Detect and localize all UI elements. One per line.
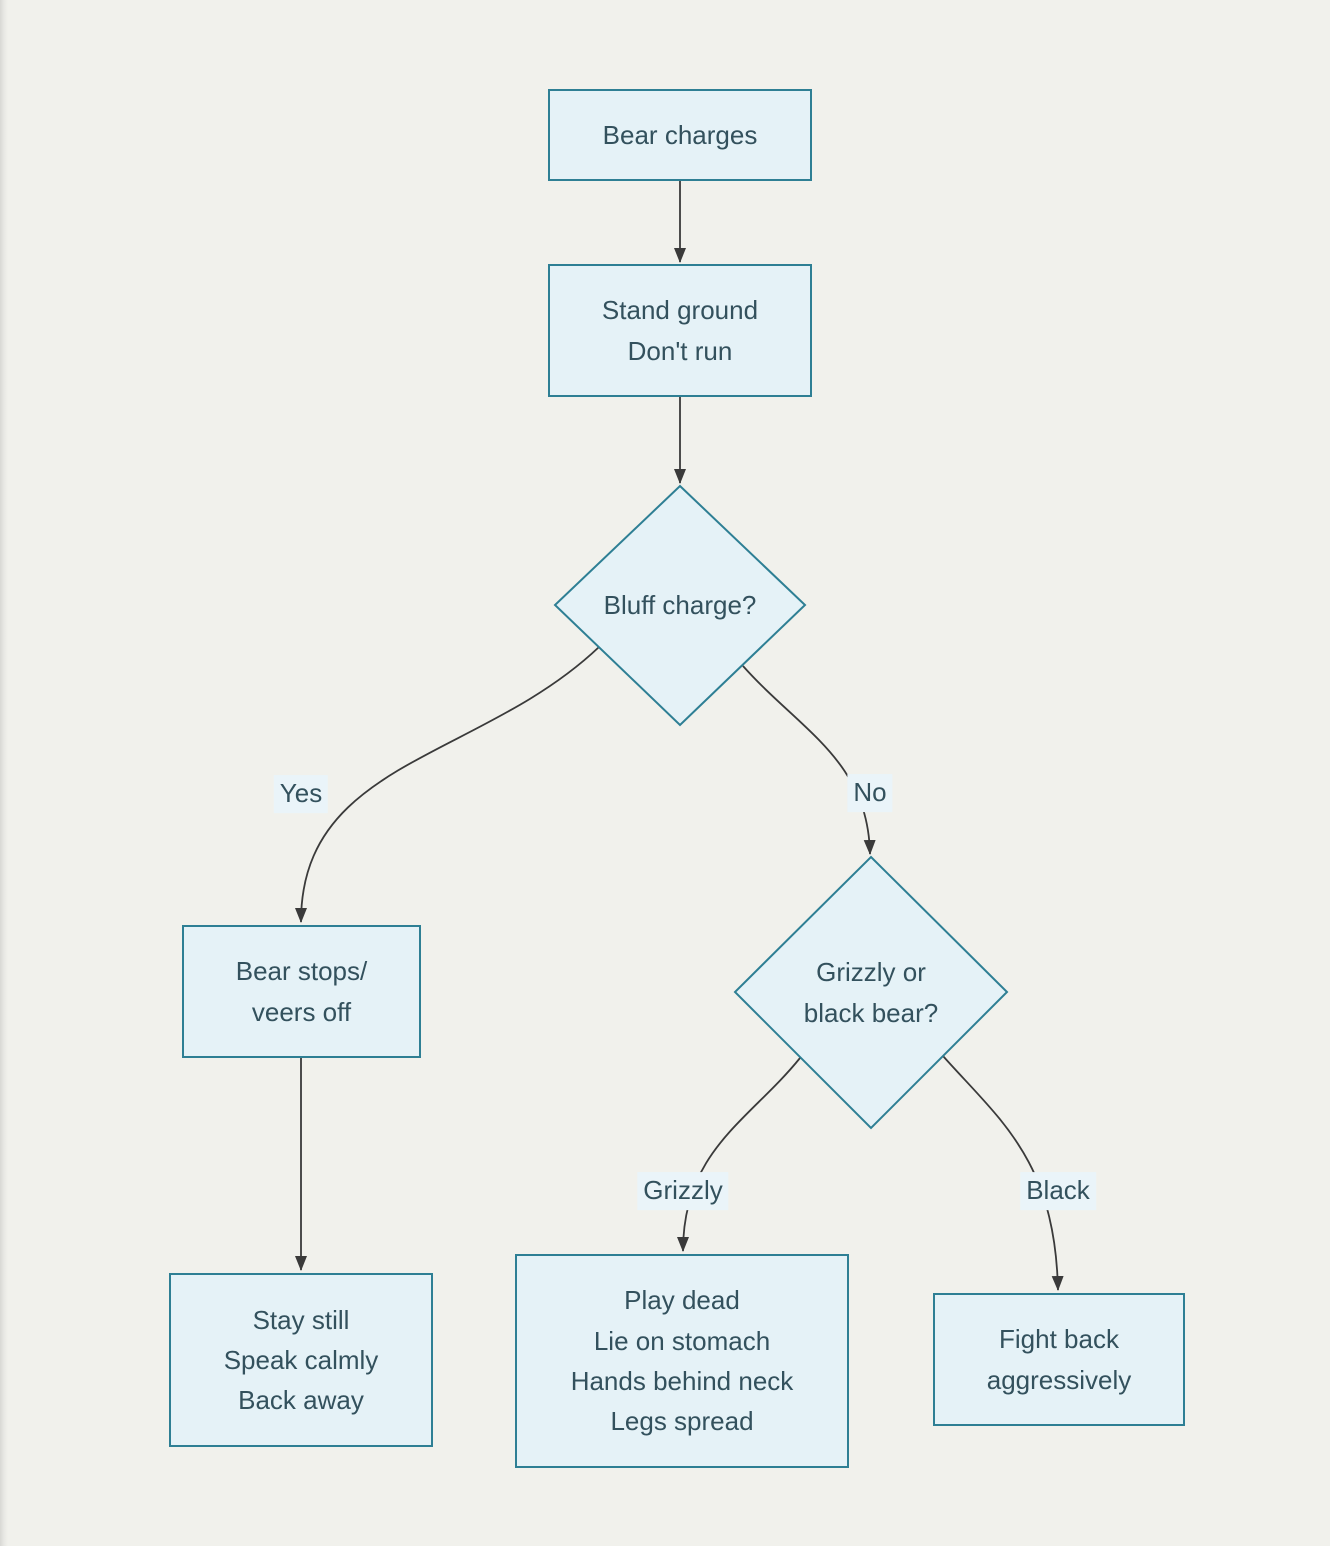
decision-grizzly-or-black: Grizzly or black bear? — [735, 857, 1007, 1128]
edge-label-grizzly: Grizzly — [637, 1172, 729, 1210]
node-stay-still-label: Stay still Speak calmly Back away — [223, 1304, 379, 1416]
edge-label-yes: Yes — [273, 775, 329, 813]
node-stay-still: Stay still Speak calmly Back away — [169, 1273, 433, 1447]
edge-bluff-charge-yes — [295, 646, 600, 923]
decision-grizzly-or-black-shape — [733, 855, 1009, 1130]
edge-black-branch — [942, 1055, 1064, 1291]
edge-bluff-charge-no — [742, 665, 876, 855]
node-bear-stops-label: Bear stops/ veers off — [235, 956, 368, 1027]
node-stand-ground: Stand ground Don't run — [548, 264, 812, 397]
node-bear-charges: Bear charges — [548, 89, 812, 181]
decision-bluff-charge-label: Bluff charge? — [603, 590, 757, 621]
decision-bluff-charge-shape — [553, 484, 807, 727]
node-bear-charges-label: Bear charges — [602, 119, 758, 150]
node-stand-ground-label: Stand ground Don't run — [601, 295, 759, 366]
node-fight-back-label: Fight back aggressively — [986, 1324, 1132, 1395]
node-fight-back: Fight back aggressively — [933, 1293, 1185, 1426]
edge-grizzly-branch — [677, 1057, 801, 1252]
node-play-dead: Play dead Lie on stomach Hands behind ne… — [515, 1254, 849, 1468]
canvas-left-edge — [0, 0, 8, 1546]
edge-label-no: No — [847, 774, 893, 812]
node-bear-stops: Bear stops/ veers off — [182, 925, 421, 1058]
edge-label-black: Black — [1020, 1172, 1096, 1210]
node-play-dead-label: Play dead Lie on stomach Hands behind ne… — [570, 1285, 794, 1437]
decision-grizzly-or-black-label: Grizzly or black bear? — [803, 957, 939, 1028]
decision-bluff-charge: Bluff charge? — [555, 486, 805, 725]
